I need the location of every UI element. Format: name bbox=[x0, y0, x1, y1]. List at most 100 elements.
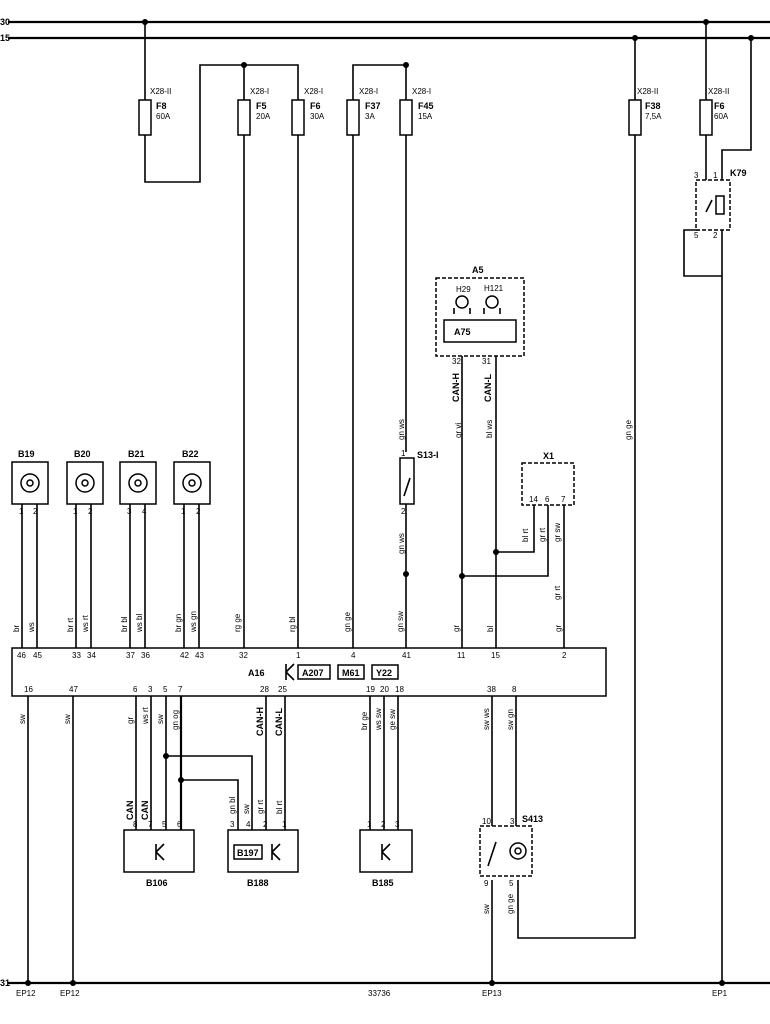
wire-f6a bbox=[244, 64, 299, 648]
svg-text:47: 47 bbox=[69, 685, 78, 694]
sensor-b19: B19 1 2 bbox=[11, 449, 49, 516]
svg-text:CAN-L: CAN-L bbox=[274, 708, 284, 736]
svg-text:A75: A75 bbox=[454, 327, 471, 337]
svg-text:7,5A: 7,5A bbox=[645, 112, 662, 121]
svg-text:28: 28 bbox=[260, 685, 269, 694]
svg-text:br ge: br ge bbox=[360, 711, 369, 730]
svg-text:8: 8 bbox=[133, 820, 138, 829]
svg-text:B22: B22 bbox=[182, 449, 199, 459]
junction-dot bbox=[178, 777, 184, 783]
lamp-icon bbox=[455, 295, 469, 309]
svg-text:5: 5 bbox=[163, 685, 168, 694]
wire-label-gn-ge: gn ge bbox=[624, 419, 633, 440]
svg-text:Y22: Y22 bbox=[376, 668, 392, 678]
svg-text:38: 38 bbox=[487, 685, 496, 694]
svg-text:11: 11 bbox=[457, 651, 466, 660]
svg-text:X28-II: X28-II bbox=[637, 87, 658, 96]
svg-text:3: 3 bbox=[694, 171, 699, 180]
svg-text:36: 36 bbox=[141, 651, 150, 660]
svg-text:rg ge: rg ge bbox=[233, 613, 242, 632]
svg-text:16: 16 bbox=[24, 685, 33, 694]
svg-text:2: 2 bbox=[33, 507, 38, 516]
svg-text:ws gn: ws gn bbox=[189, 611, 198, 633]
svg-text:gr rt: gr rt bbox=[538, 527, 547, 542]
transistor-icon bbox=[271, 843, 281, 861]
svg-text:ws: ws bbox=[27, 622, 36, 633]
svg-text:20A: 20A bbox=[256, 112, 271, 121]
svg-text:3: 3 bbox=[230, 820, 235, 829]
svg-text:1: 1 bbox=[296, 651, 301, 660]
svg-text:F45: F45 bbox=[418, 101, 434, 111]
ground-dot bbox=[25, 980, 31, 986]
svg-text:14: 14 bbox=[529, 495, 538, 504]
svg-text:1: 1 bbox=[282, 820, 287, 829]
ground-label: EP13 bbox=[482, 989, 502, 998]
svg-text:2: 2 bbox=[562, 651, 567, 660]
svg-text:3: 3 bbox=[510, 817, 515, 826]
svg-text:CAN-H: CAN-H bbox=[451, 373, 461, 402]
rail-31-label: 31 bbox=[0, 978, 10, 988]
svg-text:gr: gr bbox=[452, 625, 461, 632]
svg-text:gn ge: gn ge bbox=[506, 893, 515, 914]
svg-text:F5: F5 bbox=[256, 101, 267, 111]
svg-text:br: br bbox=[12, 625, 21, 632]
svg-text:X28-I: X28-I bbox=[412, 87, 431, 96]
svg-text:gr: gr bbox=[554, 625, 563, 632]
svg-text:H29: H29 bbox=[456, 285, 471, 294]
wire-x1-6 bbox=[462, 505, 549, 577]
svg-text:ge sw: ge sw bbox=[388, 709, 397, 730]
rail-15-label: 15 bbox=[0, 33, 10, 43]
ground-dot bbox=[719, 980, 725, 986]
svg-text:bl rt: bl rt bbox=[275, 800, 284, 814]
fuse-f6-b: X28-II F6 60A bbox=[699, 87, 729, 136]
svg-text:br rt: br rt bbox=[66, 617, 75, 632]
svg-text:60A: 60A bbox=[156, 112, 171, 121]
transistor-icon bbox=[155, 843, 165, 861]
svg-text:B185: B185 bbox=[372, 878, 394, 888]
fuse-f6-a: X28-I F6 30A bbox=[291, 87, 325, 136]
switch-s13: S13-I 1 2 gn ws gn ws bbox=[397, 419, 439, 554]
sensor-b21: B21 3 4 bbox=[119, 449, 157, 516]
svg-text:gn ws: gn ws bbox=[397, 419, 406, 440]
svg-text:5: 5 bbox=[162, 820, 167, 829]
svg-text:43: 43 bbox=[195, 651, 204, 660]
svg-text:X28-I: X28-I bbox=[250, 87, 269, 96]
junction-dot bbox=[163, 753, 169, 759]
svg-text:ws sw: ws sw bbox=[374, 708, 383, 731]
svg-text:33: 33 bbox=[72, 651, 81, 660]
svg-text:br gn: br gn bbox=[174, 614, 183, 632]
svg-text:M61: M61 bbox=[342, 668, 360, 678]
a16-top-wire-labels: rg ge rg bl gn ge gn sw gr bl gr bbox=[233, 611, 563, 632]
svg-text:B106: B106 bbox=[146, 878, 168, 888]
wires-a16-b106 bbox=[135, 696, 167, 830]
ground-dot bbox=[70, 980, 76, 986]
svg-text:B20: B20 bbox=[74, 449, 91, 459]
wires-a16-s413 bbox=[491, 696, 517, 830]
svg-text:X28-I: X28-I bbox=[359, 87, 378, 96]
svg-text:sw: sw bbox=[482, 904, 491, 914]
warning-lamp-icon bbox=[485, 295, 499, 309]
svg-text:19: 19 bbox=[366, 685, 375, 694]
wire-label-gr-rt: gr rt bbox=[553, 585, 562, 600]
svg-text:1: 1 bbox=[367, 820, 372, 829]
svg-text:3: 3 bbox=[148, 685, 153, 694]
svg-text:2: 2 bbox=[713, 231, 718, 240]
svg-text:15A: 15A bbox=[418, 112, 433, 121]
svg-text:B197: B197 bbox=[237, 848, 259, 858]
svg-text:A207: A207 bbox=[302, 668, 324, 678]
svg-text:25: 25 bbox=[278, 685, 287, 694]
svg-text:6: 6 bbox=[177, 820, 182, 829]
svg-text:gn ws: gn ws bbox=[397, 533, 406, 554]
svg-text:gr rt: gr rt bbox=[256, 799, 265, 814]
svg-text:2: 2 bbox=[263, 820, 268, 829]
svg-text:4: 4 bbox=[351, 651, 356, 660]
instrument-cluster-a5: A5 H29 H121 A75 32 31 CAN-H CAN-L gr vi … bbox=[435, 265, 525, 438]
svg-text:X1: X1 bbox=[543, 451, 554, 461]
svg-text:2: 2 bbox=[381, 820, 386, 829]
svg-text:31: 31 bbox=[482, 357, 491, 366]
svg-text:A5: A5 bbox=[472, 265, 484, 275]
wire-f38 bbox=[517, 38, 636, 939]
svg-text:34: 34 bbox=[87, 651, 96, 660]
wires-a16-b185 bbox=[369, 696, 399, 830]
